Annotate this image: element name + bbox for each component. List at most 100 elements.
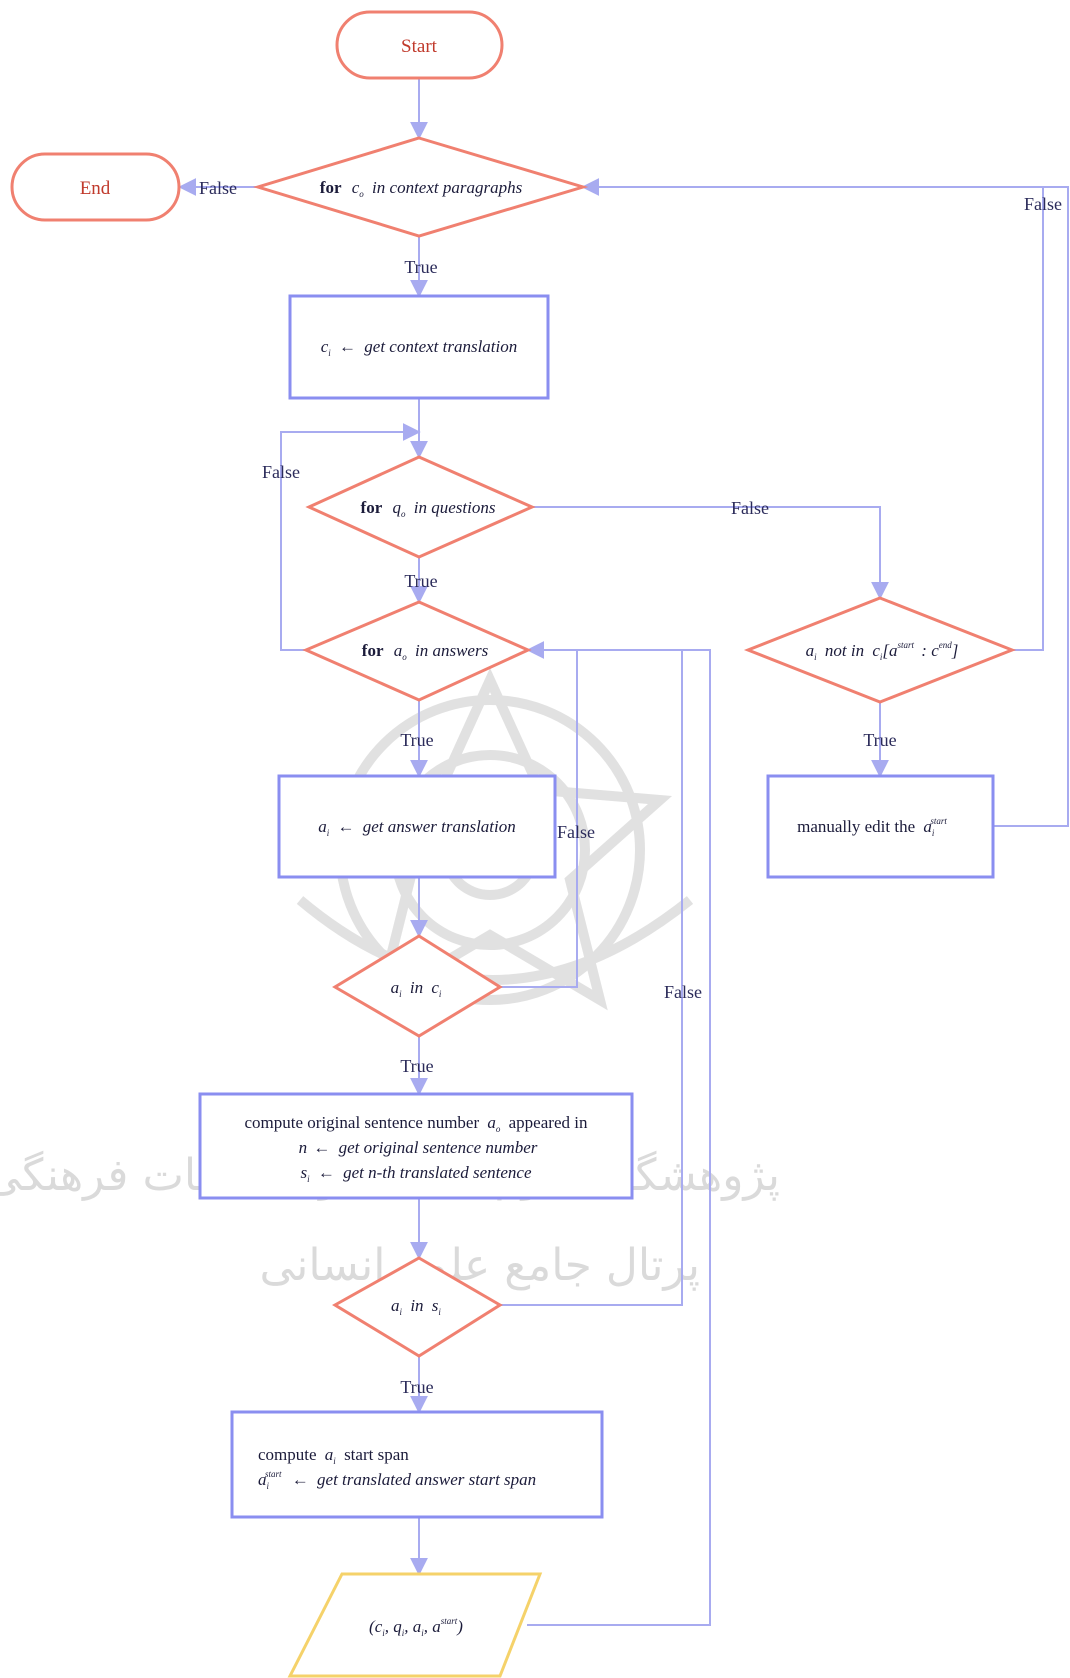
label-true-answers: True [400, 730, 433, 750]
span-check-sub-c: i [880, 652, 883, 662]
label-true-span-check: True [863, 730, 896, 750]
sentence-check-a: a [391, 1296, 400, 1315]
decision-question-loop: for qo in questions [305, 455, 536, 559]
question-loop-sub: o [401, 509, 406, 519]
ctx-translate-rest: get context translation [364, 337, 517, 356]
ctx-translate-var: c [321, 337, 329, 356]
output-q: q [393, 1617, 402, 1636]
output-a: a [413, 1617, 422, 1636]
svg-text:ai in ci: ai in ci [391, 978, 442, 1001]
context-loop-keyword: for [320, 178, 342, 197]
label-true-questions: True [404, 571, 437, 591]
process-compute-sentence: compute original sentence number ao appe… [198, 1092, 634, 1200]
output-close: ) [456, 1617, 463, 1636]
sentence-line1-sub: o [496, 1124, 501, 1134]
span-line1-sub: i [333, 1456, 336, 1466]
context-loop-sub: o [359, 189, 364, 199]
svg-text:ai ← get answer tr: ai ← get answer translation [318, 817, 516, 840]
label-false-context: False [199, 178, 237, 198]
sentence-check-s: s [432, 1296, 439, 1315]
decision-answer-in-sentence: ai in si [332, 1256, 503, 1358]
span-check-sup2: end [939, 640, 952, 650]
process-answer-translation: ai ← get answer translation [277, 774, 557, 879]
edge-span-check-false [581, 178, 1044, 651]
label-true-sentence-check: True [400, 1377, 433, 1397]
start-terminal: Start [335, 10, 504, 80]
span-line2-sup: start [265, 1469, 282, 1479]
context-check-c: c [431, 978, 439, 997]
context-check-mid: in [410, 978, 423, 997]
sentence-check-sub-a: i [400, 1307, 403, 1317]
svg-text:(ci, qi, ai, astart): (ci, qi, ai, astart) [369, 1616, 463, 1638]
edge-question-loop-false [532, 506, 889, 600]
edge-manual-edit-loop-back [993, 186, 1069, 827]
decision-answer-loop: for ao in answers [302, 600, 532, 702]
manual-edit-sub: i [932, 828, 935, 838]
svg-text:for co in context: for co in context paragraphs [320, 178, 523, 201]
sentence-check-sub-s: i [438, 1307, 441, 1317]
ans-translate-rest: get answer translation [363, 817, 516, 836]
svg-text:for ao in answers: for ao in answers [362, 641, 489, 664]
process-manual-edit: manually edit the aistart [766, 774, 995, 879]
span-line2-sub: i [267, 1481, 270, 1491]
svg-text:compute ai start s: compute ai start span [258, 1445, 409, 1468]
sentence-check-mid: in [410, 1296, 423, 1315]
span-check-mid: not in [825, 641, 864, 660]
span-check-a: a [806, 641, 815, 660]
question-loop-var: q [393, 498, 402, 517]
output-sub-q: i [402, 1628, 405, 1638]
ans-translate-var: a [318, 817, 327, 836]
svg-text:ai not in ci[astar: ai not in ci[astart : cend] [806, 640, 959, 664]
sentence-line3-var: s [300, 1163, 307, 1182]
svg-text:for qo in question: for qo in questions [361, 498, 496, 521]
svg-text:si ← get n-th tran: si ← get n-th translated sentence [300, 1163, 531, 1186]
span-check-c: c [872, 641, 880, 660]
edge-output-loop-back [527, 649, 711, 1626]
ctx-translate-sub: i [328, 348, 331, 358]
span-line1-var: a [325, 1445, 334, 1464]
process-compute-span: compute ai start span aistart ← get tran… [230, 1410, 604, 1519]
output-sub-a: i [421, 1628, 424, 1638]
span-check-a2: a [889, 641, 898, 660]
process-context-translation: ci ← get context translation [288, 294, 550, 400]
watermark-line-2: پرتال جامع علوم انسانی [259, 1240, 700, 1291]
span-line2-var: a [258, 1470, 267, 1489]
edges [178, 79, 1069, 1626]
context-loop-rest: in context paragraphs [372, 178, 523, 197]
context-check-sub-c: i [439, 989, 442, 999]
svg-text:manually edit the aistar: manually edit the aistart [797, 816, 947, 838]
decision-context-loop: for co in context paragraphs [252, 136, 589, 238]
svg-text:aistart ← get tran: aistart ← get translated answer start sp… [258, 1462, 536, 1491]
edge-answer-loop-false [280, 423, 421, 651]
svg-text:ai in si: ai in si [391, 1296, 441, 1319]
svg-text:ci ← get context t: ci ← get context translation [321, 337, 518, 360]
sentence-line1-tail: appeared in [509, 1113, 588, 1132]
answer-loop-keyword: for [362, 641, 384, 660]
manual-edit-sup: start [930, 816, 947, 826]
context-loop-var: c [352, 178, 360, 197]
label-false-sentence-check: False [664, 982, 702, 1002]
output-c: c [375, 1617, 383, 1636]
context-check-a: a [391, 978, 400, 997]
span-line2-rest: get translated answer start span [317, 1470, 536, 1489]
label-true-context-check: True [400, 1056, 433, 1076]
question-loop-rest: in questions [414, 498, 496, 517]
output-a2: a [432, 1617, 441, 1636]
label-false-context-check: False [557, 822, 595, 842]
start-label: Start [401, 36, 438, 57]
end-label: End [80, 178, 111, 199]
output-sub-c: i [382, 1628, 385, 1638]
span-check-sub-a: i [814, 652, 817, 662]
label-false-span-check: False [1024, 194, 1062, 214]
span-check-c2: c [931, 641, 939, 660]
edge-labels: False True False False False True True T… [199, 178, 1062, 1397]
answer-loop-rest: in answers [415, 641, 489, 660]
ans-translate-sub: i [327, 828, 330, 838]
sentence-line3-rest: get n-th translated sentence [343, 1163, 532, 1182]
span-line1-tail: start span [344, 1445, 409, 1464]
question-loop-keyword: for [361, 498, 383, 517]
sentence-line3-sub: i [307, 1174, 310, 1184]
svg-text:compute original sentence numb: compute original sentence number ao appe… [245, 1113, 588, 1136]
label-false-answers: False [262, 462, 300, 482]
